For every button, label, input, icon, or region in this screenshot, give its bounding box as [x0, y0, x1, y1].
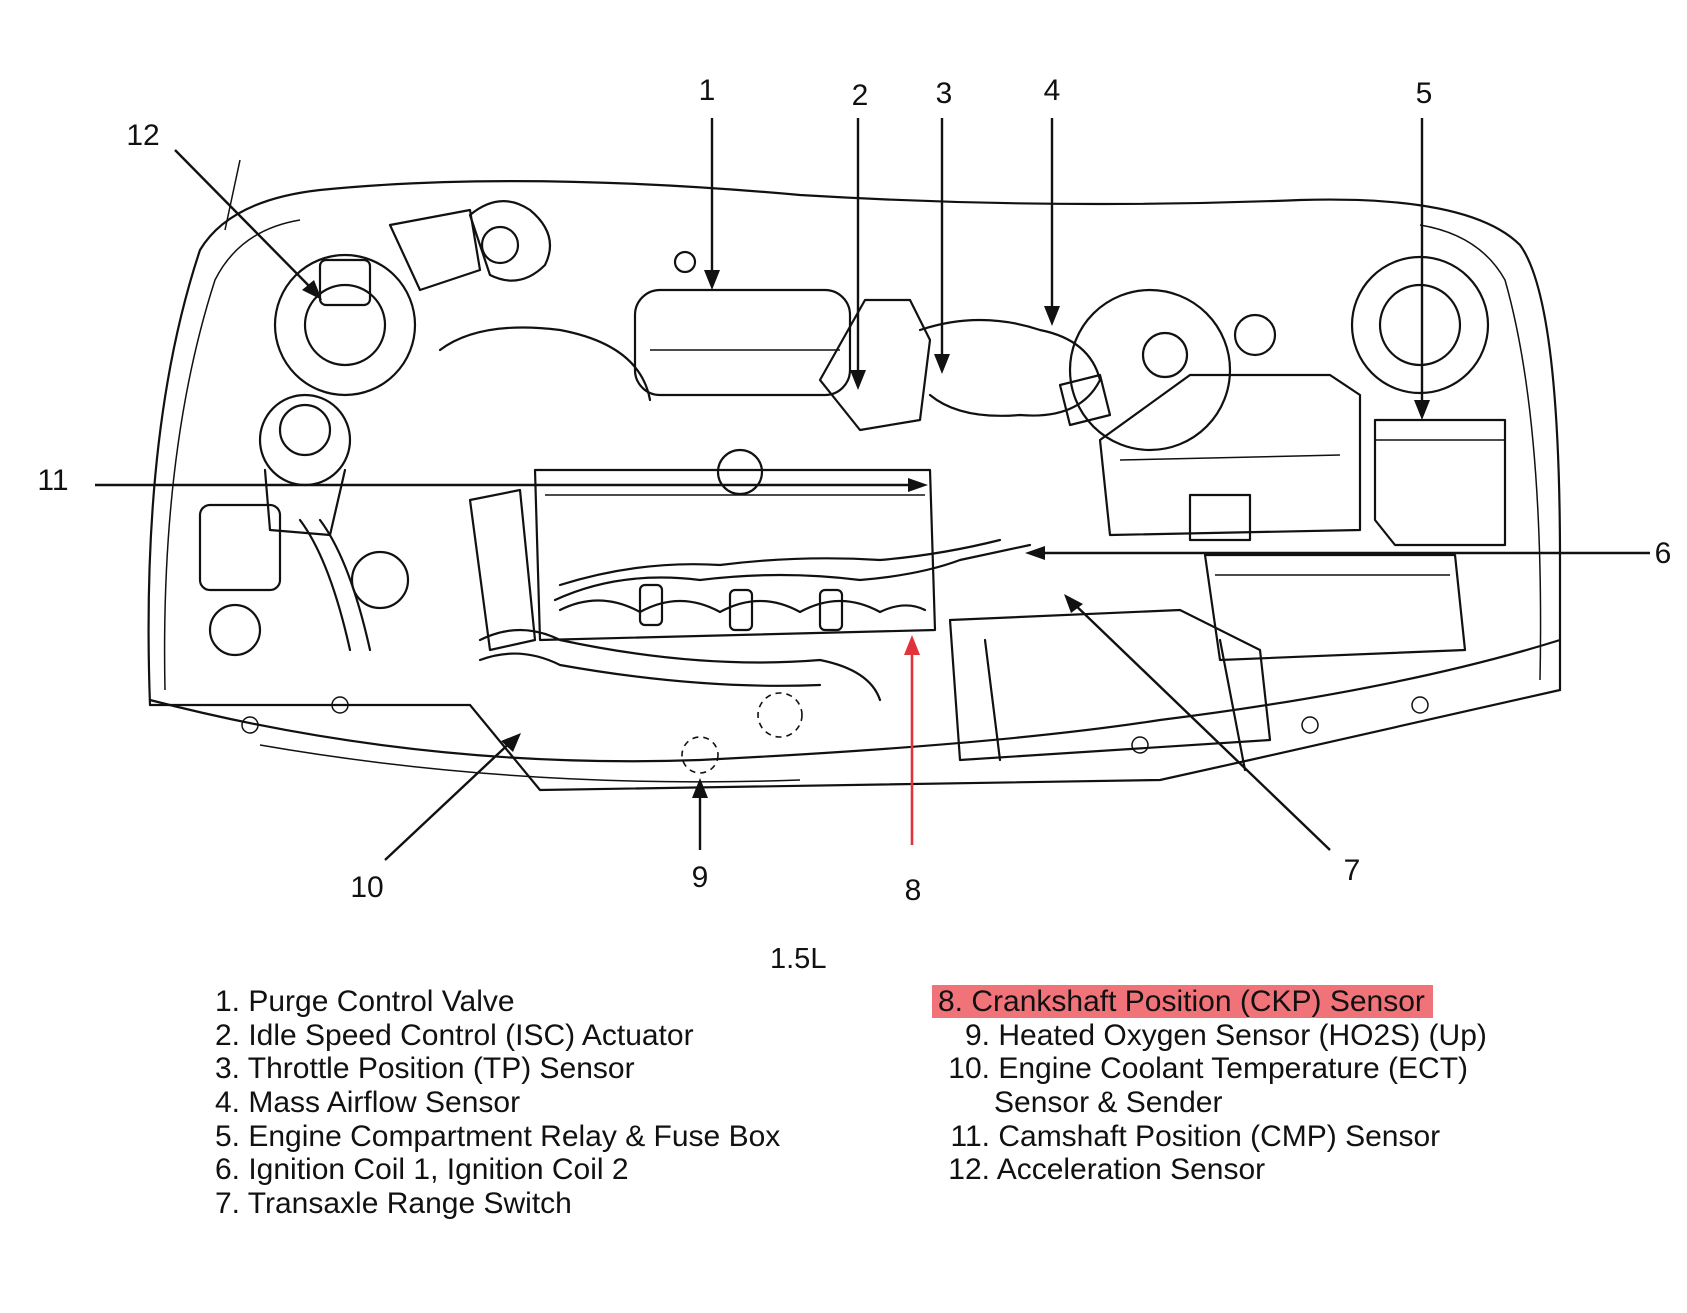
callout-5: 5: [1416, 77, 1433, 110]
legend-label: Mass Airflow Sensor: [248, 1086, 521, 1120]
legend-label: Ignition Coil 1, Ignition Coil 2: [248, 1153, 629, 1187]
legend-item: 2. Idle Speed Control (ISC) Actuator: [205, 1019, 780, 1053]
legend-number: 4.: [214, 1086, 240, 1120]
legend-label: Heated Oxygen Sensor (HO2S) (Up): [998, 1018, 1487, 1052]
legend-item: 3. Throttle Position (TP) Sensor: [205, 1052, 780, 1086]
legend-label: Acceleration Sensor: [996, 1153, 1266, 1187]
callout-8: 8: [905, 874, 922, 907]
legend-label: Sensor & Sender: [994, 1086, 1223, 1120]
callout-6: 6: [1655, 537, 1672, 570]
legend-item: 7. Transaxle Range Switch: [205, 1187, 780, 1221]
legend-number: 11.: [950, 1119, 990, 1153]
legend-item: 5. Engine Compartment Relay & Fuse Box: [205, 1120, 780, 1154]
legend-number: 3.: [214, 1052, 240, 1086]
legend-label: Camshaft Position (CMP) Sensor: [998, 1119, 1441, 1153]
legend-label: Transaxle Range Switch: [247, 1187, 572, 1221]
legend-number: 10.: [948, 1052, 990, 1086]
callout-10: 10: [350, 871, 383, 904]
legend-number: 2.: [214, 1018, 240, 1052]
legend-number: 5.: [214, 1119, 240, 1153]
leader-10: [384, 737, 516, 861]
legend-number: 6.: [214, 1153, 240, 1187]
engine-compartment-diagram: 1 2 3 4 5 6 7 8 9 10 11 12: [37, 74, 1671, 907]
leader-lines: [95, 118, 1650, 861]
engine-caption: 1.5L: [770, 943, 827, 975]
legend-item: 6. Ignition Coil 1, Ignition Coil 2: [205, 1153, 780, 1187]
legend-item: 10. Engine Coolant Temperature (ECT): [938, 1052, 1487, 1086]
legend-item: 9. Heated Oxygen Sensor (HO2S) (Up): [938, 1019, 1487, 1053]
legend-left-column: 1. Purge Control Valve 2. Idle Speed Con…: [205, 985, 780, 1221]
leader-7: [1069, 599, 1331, 851]
legend-item: 1. Purge Control Valve: [205, 985, 780, 1019]
callout-1: 1: [699, 74, 716, 107]
legend-label: Crankshaft Position (CKP) Sensor: [971, 985, 1425, 1018]
legend-item: 12. Acceleration Sensor: [938, 1153, 1487, 1187]
callout-11: 11: [37, 464, 68, 497]
legend-right-column: 8. Crankshaft Position (CKP) Sensor 9. H…: [932, 985, 1487, 1187]
legend-number: 1.: [214, 985, 240, 1018]
callout-7: 7: [1344, 854, 1361, 887]
callout-9: 9: [692, 861, 709, 894]
legend-item-highlighted: 8. Crankshaft Position (CKP) Sensor: [932, 985, 1487, 1019]
legend-label: Purge Control Valve: [248, 985, 515, 1018]
legend-label: Engine Compartment Relay & Fuse Box: [248, 1119, 781, 1153]
highlight-mark: 8. Crankshaft Position (CKP) Sensor: [932, 985, 1433, 1018]
legend-item: 4. Mass Airflow Sensor: [205, 1086, 780, 1120]
legend-number: 9.: [964, 1018, 990, 1052]
engine-bay-drawing: [147, 159, 1562, 792]
callout-3: 3: [936, 77, 953, 110]
callout-2: 2: [852, 79, 869, 112]
legend-label: Idle Speed Control (ISC) Actuator: [248, 1018, 694, 1052]
legend-label: Engine Coolant Temperature (ECT): [998, 1052, 1469, 1086]
leader-12: [174, 149, 316, 293]
callout-4: 4: [1044, 74, 1061, 107]
legend-number: 12.: [948, 1153, 990, 1187]
legend-label: Throttle Position (TP) Sensor: [247, 1052, 635, 1086]
callout-12: 12: [126, 119, 159, 152]
legend-item-continuation: Sensor & Sender: [938, 1086, 1487, 1120]
callout-numbers: 1 2 3 4 5 6 7 8 9 10 11 12: [37, 74, 1671, 907]
legend-number: 8.: [938, 985, 964, 1018]
legend-number: 7.: [214, 1187, 240, 1221]
legend-item: 11. Camshaft Position (CMP) Sensor: [938, 1120, 1487, 1154]
